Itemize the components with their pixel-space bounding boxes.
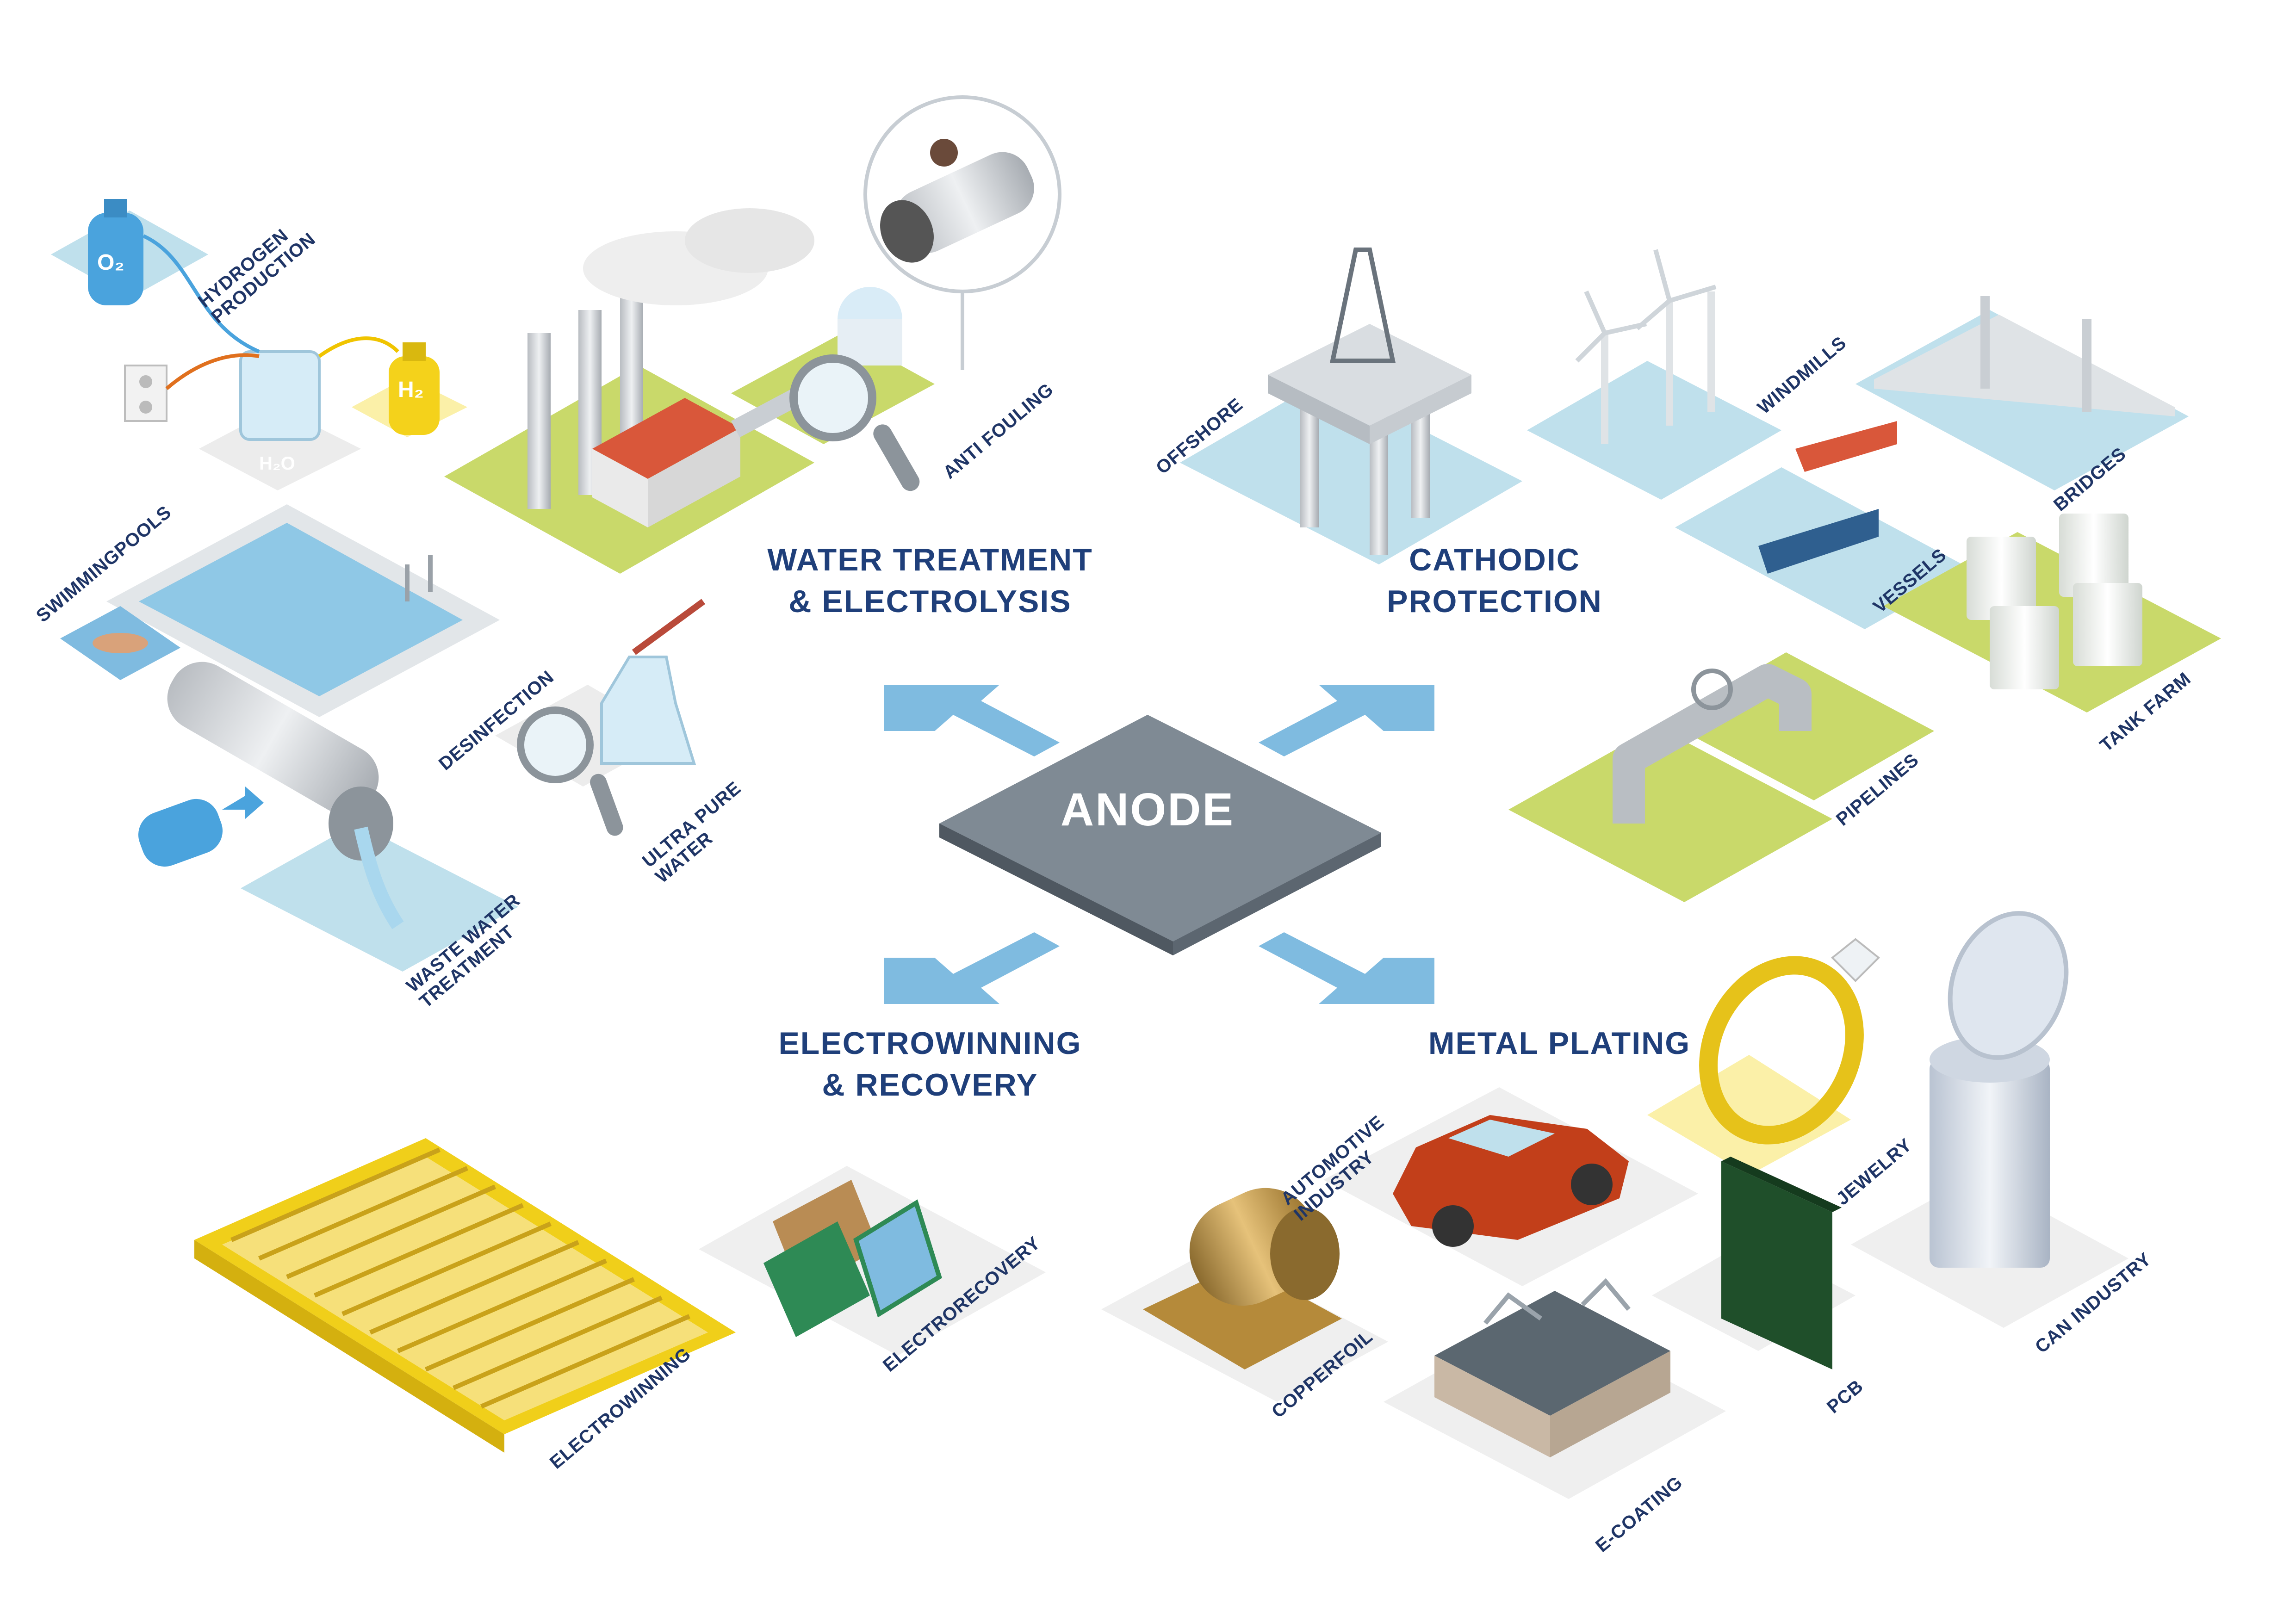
factory-illustration (444, 208, 935, 574)
waste-water-illustration (138, 662, 518, 972)
can-illustration (1851, 911, 2128, 1328)
h2-label: H₂ (398, 378, 424, 402)
arrow-up-left (884, 685, 1060, 756)
pcb-illustration (1652, 1157, 1855, 1369)
anti-fouling-detail-circle (863, 95, 1061, 370)
category-electrowinning-line1: ELECTROWINNING (778, 1026, 1082, 1061)
category-cathodic-protection-line2: PROTECTION (1387, 584, 1602, 619)
car-illustration (1323, 1087, 1698, 1286)
swimming-pool-illustration (60, 504, 500, 717)
category-water-treatment-line2: & ELECTROLYSIS (788, 584, 1072, 619)
magnifier-icon (789, 354, 920, 491)
arrow-down-right (1259, 932, 1434, 1004)
arrow-down-left (884, 932, 1060, 1004)
category-water-treatment-line1: WATER TREATMENT (767, 542, 1093, 577)
e-coating-illustration (1384, 1278, 1726, 1499)
category-electrowinning-line2: & RECOVERY (822, 1067, 1038, 1103)
pipelines-illustration (1508, 652, 1934, 902)
tank-farm-illustration (1883, 514, 2221, 712)
bridges-illustration (1855, 296, 2189, 490)
category-cathodic-protection: CATHODIC PROTECTION (1356, 539, 1633, 622)
category-metal-plating-line1: METAL PLATING (1428, 1026, 1691, 1061)
h2o-label: H₂O (259, 453, 295, 474)
o2-label: O₂ (97, 250, 124, 275)
offshore-platform-illustration (1180, 248, 1522, 564)
anode-label: ANODE (1060, 784, 1235, 836)
windmills-illustration (1527, 249, 1781, 500)
category-water-treatment: WATER TREATMENT & ELECTROLYSIS (722, 539, 1138, 622)
vessels-illustration (1675, 421, 1971, 629)
jewelry-illustration (1647, 938, 1880, 1175)
arrow-up-right (1259, 685, 1434, 756)
electrorecovery-illustration (699, 1166, 1046, 1356)
anode-block (939, 715, 1381, 955)
category-metal-plating: METAL PLATING (1393, 1022, 1726, 1064)
electrowinning-illustration (194, 1138, 736, 1453)
category-cathodic-protection-line1: CATHODIC (1409, 542, 1580, 577)
category-electrowinning: ELECTROWINNING & RECOVERY (722, 1022, 1138, 1106)
desinfection-illustration (495, 599, 706, 836)
copperfoil-illustration (1101, 1188, 1388, 1402)
hydrogen-production-illustration (51, 199, 467, 490)
